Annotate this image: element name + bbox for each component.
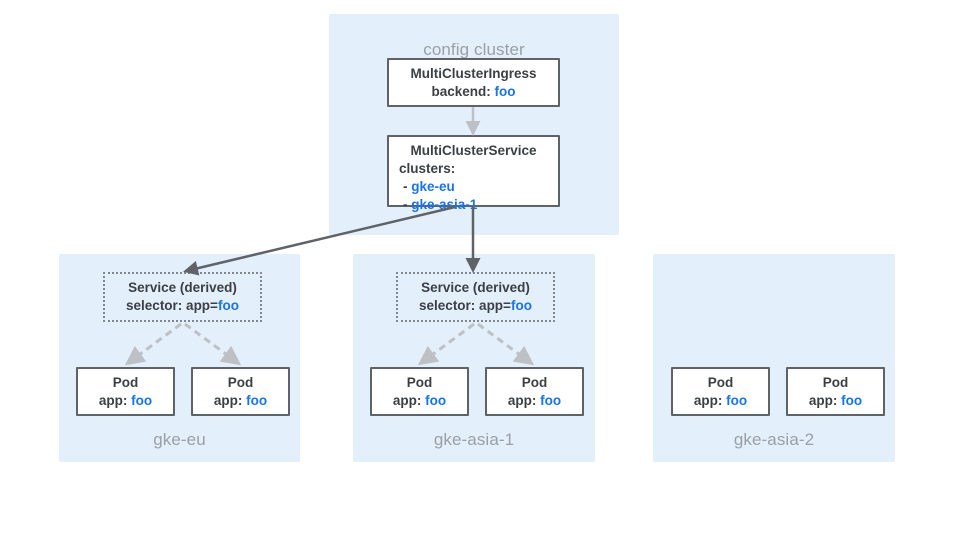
pod-app-row: app: foo — [673, 392, 768, 410]
selector-label: selector: app= — [419, 298, 511, 313]
app-label: app: — [392, 392, 422, 408]
pod-title: Pod — [707, 374, 734, 390]
cluster-name: gke-eu — [411, 179, 455, 194]
pod-title: Pod — [227, 374, 254, 390]
pod-title: Pod — [521, 374, 548, 390]
multiclusteringress-title: MultiClusterIngress — [410, 65, 537, 81]
backend-value: foo — [494, 83, 516, 99]
app-value: foo — [425, 392, 447, 408]
gke-eu-pod-box: Pod app: foo — [191, 367, 290, 416]
derived-service-selector-row: selector: app=foo — [398, 297, 553, 315]
multiclusterservice-cluster-item: - gke-asia-1 — [389, 196, 558, 214]
gke-asia-1-derived-service-box: Service (derived) selector: app=foo — [396, 272, 555, 322]
multiclusteringress-backend-row: backend: foo — [389, 83, 558, 101]
app-value: foo — [246, 392, 268, 408]
backend-label: backend: — [431, 83, 491, 99]
derived-service-selector-row: selector: app=foo — [105, 297, 260, 315]
derived-service-title: Service (derived) — [128, 280, 237, 295]
app-value: foo — [841, 392, 863, 408]
config-cluster-label: config cluster — [423, 40, 525, 59]
pod-title: Pod — [406, 374, 433, 390]
selector-value: foo — [217, 298, 239, 313]
app-value: foo — [540, 392, 562, 408]
gke-asia-1-label: gke-asia-1 — [433, 430, 515, 449]
pod-app-row: app: foo — [788, 392, 883, 410]
gke-asia-2-pod-box: Pod app: foo — [671, 367, 770, 416]
multiclusteringress-box: MultiClusterIngress backend: foo — [387, 58, 560, 107]
gke-asia-2-panel: gke-asia-2 — [653, 254, 895, 462]
multiclusterservice-cluster-item: - gke-eu — [389, 178, 558, 196]
gke-eu-pod-box: Pod app: foo — [76, 367, 175, 416]
list-dash: - — [403, 197, 408, 212]
selector-value: foo — [510, 298, 532, 313]
app-value: foo — [726, 392, 748, 408]
pod-app-row: app: foo — [372, 392, 467, 410]
multiclusterservice-box: MultiClusterService clusters: - gke-eu -… — [387, 135, 560, 212]
gke-eu-derived-service-box: Service (derived) selector: app=foo — [103, 272, 262, 322]
multiclusterservice-clusters-label: clusters: — [399, 161, 456, 176]
app-label: app: — [213, 392, 243, 408]
app-label: app: — [693, 392, 723, 408]
pod-app-row: app: foo — [78, 392, 173, 410]
gke-asia-1-pod-box: Pod app: foo — [370, 367, 469, 416]
app-label: app: — [808, 392, 838, 408]
multiclusterservice-title: MultiClusterService — [410, 143, 537, 158]
app-value: foo — [131, 392, 153, 408]
gke-asia-1-pod-box: Pod app: foo — [485, 367, 584, 416]
pod-app-row: app: foo — [193, 392, 288, 410]
list-dash: - — [403, 179, 408, 194]
gke-asia-2-label: gke-asia-2 — [733, 430, 815, 449]
pod-title: Pod — [112, 374, 139, 390]
derived-service-title: Service (derived) — [421, 280, 530, 295]
cluster-name: gke-asia-1 — [411, 197, 478, 212]
gke-asia-2-pod-box: Pod app: foo — [786, 367, 885, 416]
app-label: app: — [507, 392, 537, 408]
pod-app-row: app: foo — [487, 392, 582, 410]
selector-label: selector: app= — [126, 298, 218, 313]
app-label: app: — [98, 392, 128, 408]
gke-eu-label: gke-eu — [153, 430, 206, 449]
pod-title: Pod — [822, 374, 849, 390]
